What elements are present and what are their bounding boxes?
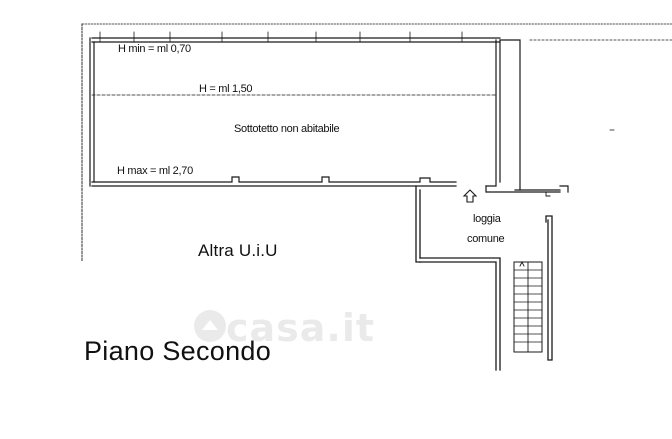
corner-mark	[545, 191, 551, 197]
other-unit-label: Altra U.i.U	[198, 241, 278, 260]
watermark-text: casa.it	[226, 306, 376, 350]
top-wall-markers	[99, 31, 463, 43]
attic-side-wall	[499, 39, 521, 191]
stair-steps	[513, 269, 543, 343]
loggia-bottom-wall-inner	[419, 257, 501, 371]
stair-direction-icon	[519, 260, 525, 267]
max-height-label: H max = ml 2,70	[117, 165, 193, 177]
attic-bottom-wall	[91, 176, 457, 183]
attic-left-wall	[89, 37, 95, 187]
loggia-corner	[559, 185, 569, 193]
floor-title: Piano Secondo	[84, 336, 272, 366]
attic-right-wall	[485, 39, 501, 187]
min-height-label: H min = ml 0,70	[118, 43, 191, 55]
casa-logo-icon	[194, 310, 226, 342]
entrance-arrow-icon	[462, 189, 478, 203]
loggia-label: loggia	[473, 213, 501, 225]
loggia-top-wall	[485, 185, 561, 193]
stair-right-wall	[545, 215, 553, 361]
loggia-bottom-wall	[419, 261, 497, 371]
stair-outline	[513, 261, 543, 353]
loggia-left-wall	[415, 185, 421, 263]
mid-height-label: H = ml 1,50	[199, 83, 253, 95]
attic-room-label: Sottotetto non abitabile	[234, 123, 340, 135]
attic-top-wall	[91, 37, 501, 43]
loggia-label-2: comune	[467, 233, 505, 245]
